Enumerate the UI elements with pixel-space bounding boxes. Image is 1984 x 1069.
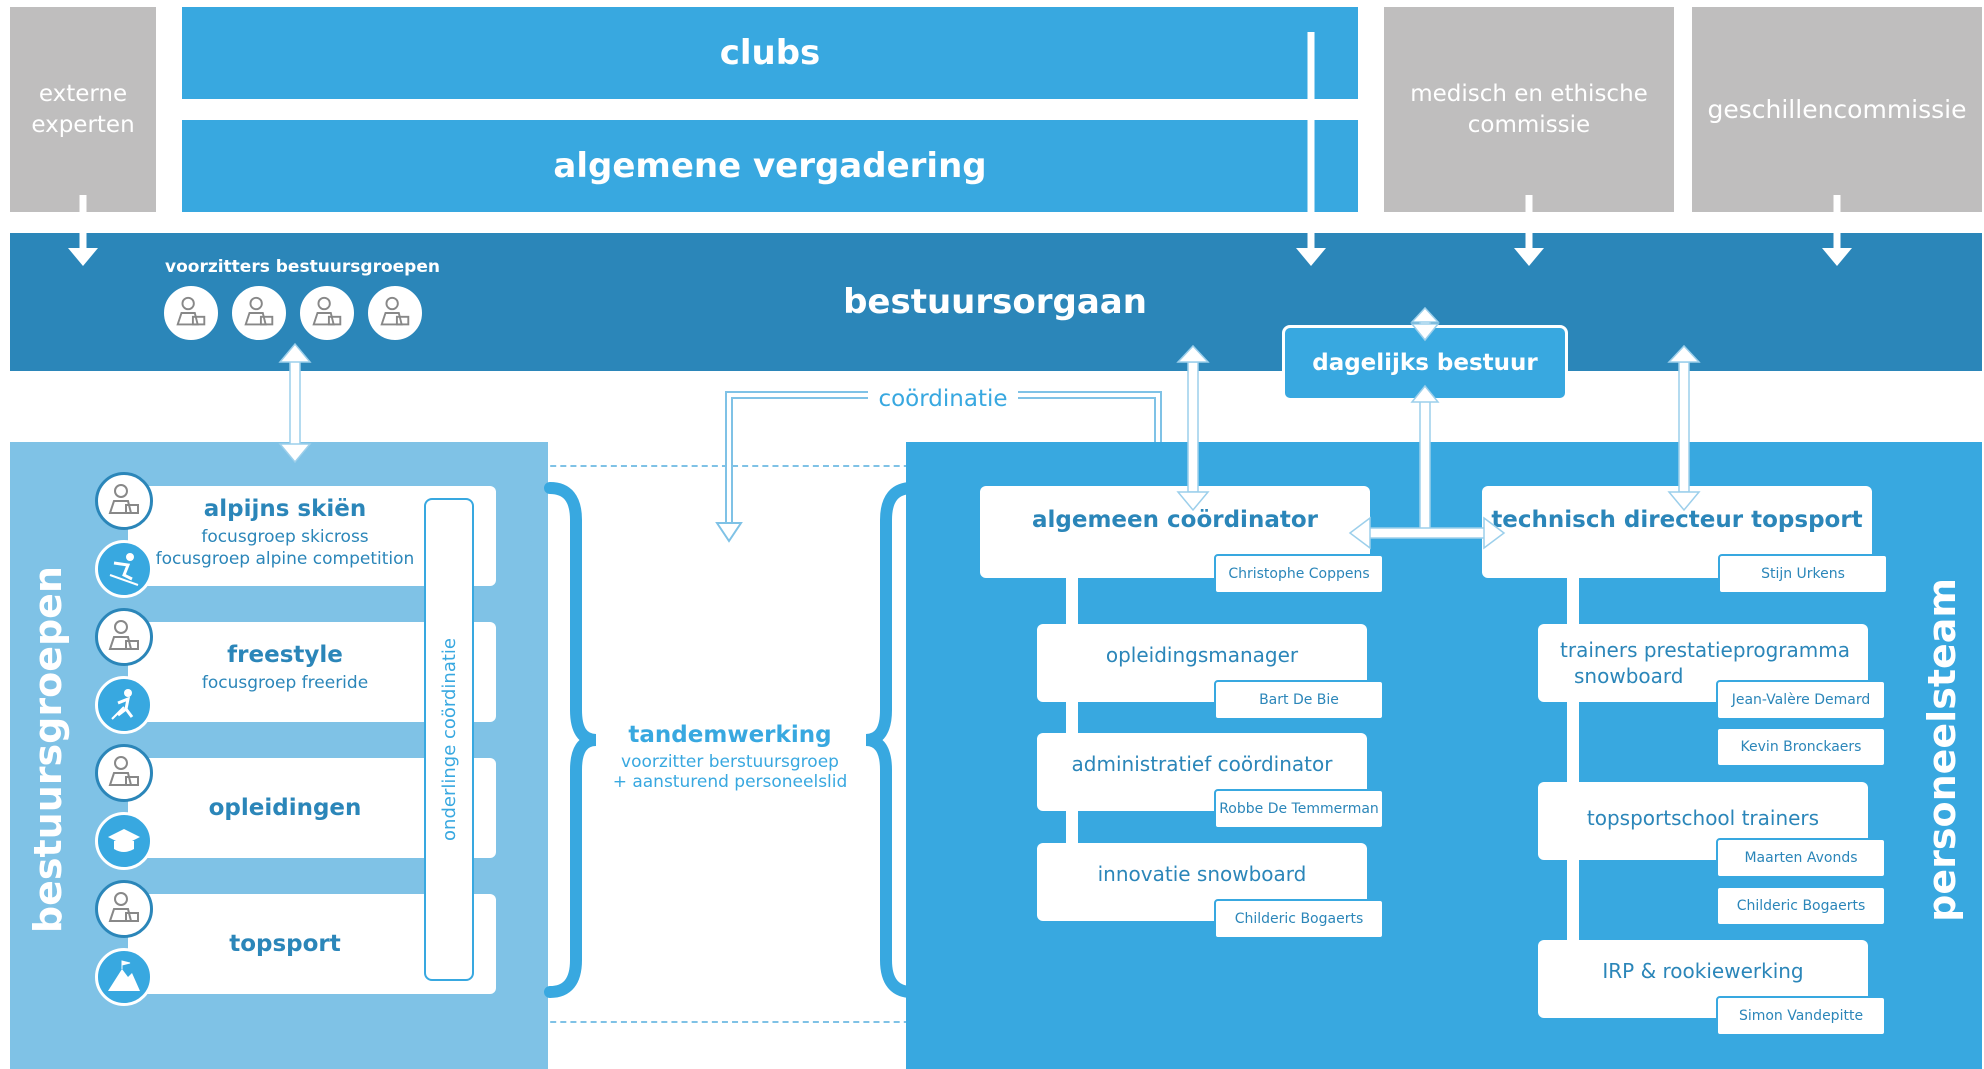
geschillen-label: geschillencommissie [1707, 95, 1967, 124]
onderlinge-coordinatie-bar: onderlinge coördinatie [424, 498, 474, 981]
opleidingsmanager-title: opleidingsmanager [1105, 643, 1299, 667]
topsportschool-trainers-title: topsportschool trainers [1586, 806, 1820, 830]
name-tag: Simon Vandepitte [1716, 996, 1886, 1036]
administratief-coordinator-title: administratief coördinator [1071, 752, 1333, 776]
tandem-title: tandemwerking [628, 722, 832, 748]
technisch-directeur-title: technisch directeur topsport [1491, 507, 1863, 533]
bestuursorgaan-title: bestuursorgaan [843, 282, 1147, 322]
externe-experten-label: externe experten [31, 80, 135, 138]
dagelijks-bestuur-box: dagelijks bestuur [1282, 325, 1568, 401]
trainers-title-line2: snowboard [1574, 664, 1684, 688]
group-title: alpijns skiën [203, 496, 367, 522]
trunk-line-left [1066, 570, 1078, 890]
tandem-line1: voorzitter berstuursgroep [621, 752, 839, 772]
chair-person-icon [368, 286, 422, 340]
trainers-title-line1: trainers prestatieprogramma [1560, 638, 1850, 662]
name-tag: Bart De Bie [1214, 680, 1384, 720]
tandem-line2: + aansturend personeelslid [612, 772, 848, 792]
name-tag: Maarten Avonds [1716, 838, 1886, 878]
name-tag: Christophe Coppens [1214, 554, 1384, 594]
geschillencommissie-box: geschillencommissie [1692, 7, 1982, 212]
chair-person-icon [232, 286, 286, 340]
left-brace-icon [544, 482, 597, 998]
medisch-ethische-commissie-box: medisch en ethische commissie [1384, 7, 1674, 212]
chair-person-icon [95, 880, 153, 938]
personeelsteam-vertical-label: personeelsteam [1920, 578, 1964, 922]
innovatie-snowboard-title: innovatie snowboard [1097, 862, 1307, 886]
chair-person-icon [95, 608, 153, 666]
name-tag: Robbe De Temmerman [1214, 789, 1384, 829]
name-tag: Stijn Urkens [1718, 554, 1888, 594]
group-sub: focusgroep alpine competition [155, 549, 415, 569]
group-title: freestyle [227, 642, 343, 668]
coordinatie-label: coördinatie [878, 386, 1008, 412]
group-sub: focusgroep freeride [201, 673, 369, 693]
chair-person-icon [95, 472, 153, 530]
chair-person-icon [300, 286, 354, 340]
voorzitters-label: voorzitters bestuursgroepen [165, 257, 440, 277]
group-sub: focusgroep skicross [201, 527, 369, 547]
mountain-flag-icon [95, 948, 153, 1006]
group-opleidingen-text: opleidingen [140, 795, 430, 821]
group-topsport-text: topsport [140, 931, 430, 957]
externe-experten-box: externe experten [10, 7, 156, 212]
group-title: opleidingen [208, 795, 362, 821]
clubs-box: clubs [182, 7, 1358, 99]
tandemwerking-text: tandemwerking voorzitter berstuursgroep … [580, 722, 880, 792]
freestyle-skier-icon [95, 676, 153, 734]
dagelijks-bestuur-label: dagelijks bestuur [1312, 350, 1538, 376]
bestuursgroepen-vertical-label: bestuursgroepen [26, 566, 70, 934]
algemene-vergadering-box: algemene vergadering [182, 120, 1358, 212]
name-tag: Childeric Bogaerts [1716, 886, 1886, 926]
topsportschool-trainers-card: topsportschool trainers [1538, 782, 1868, 860]
name-tag: Jean-Valère Demard [1716, 680, 1886, 720]
irp-rookiewerking-title: IRP & rookiewerking [1602, 959, 1804, 983]
group-freestyle-text: freestyle focusgroep freeride [140, 642, 430, 694]
clubs-label: clubs [719, 33, 821, 73]
graduation-cap-icon [95, 812, 153, 870]
right-brace-icon [865, 482, 918, 998]
algemene-vergadering-label: algemene vergadering [553, 146, 987, 186]
algemeen-coordinator-title: algemeen coördinator [1032, 507, 1318, 533]
name-tag: Childeric Bogaerts [1214, 899, 1384, 939]
skier-icon [95, 540, 153, 598]
group-alpijns-text: alpijns skiën focusgroep skicross focusg… [140, 496, 430, 570]
name-tag: Kevin Bronckaers [1716, 727, 1886, 767]
innovatie-snowboard-card: innovatie snowboard [1037, 843, 1367, 921]
chair-person-icon [164, 286, 218, 340]
group-title: topsport [229, 931, 341, 957]
chair-person-icon [95, 744, 153, 802]
medisch-label: medisch en ethische commissie [1410, 80, 1648, 138]
opleidingsmanager-card: opleidingsmanager [1037, 624, 1367, 702]
